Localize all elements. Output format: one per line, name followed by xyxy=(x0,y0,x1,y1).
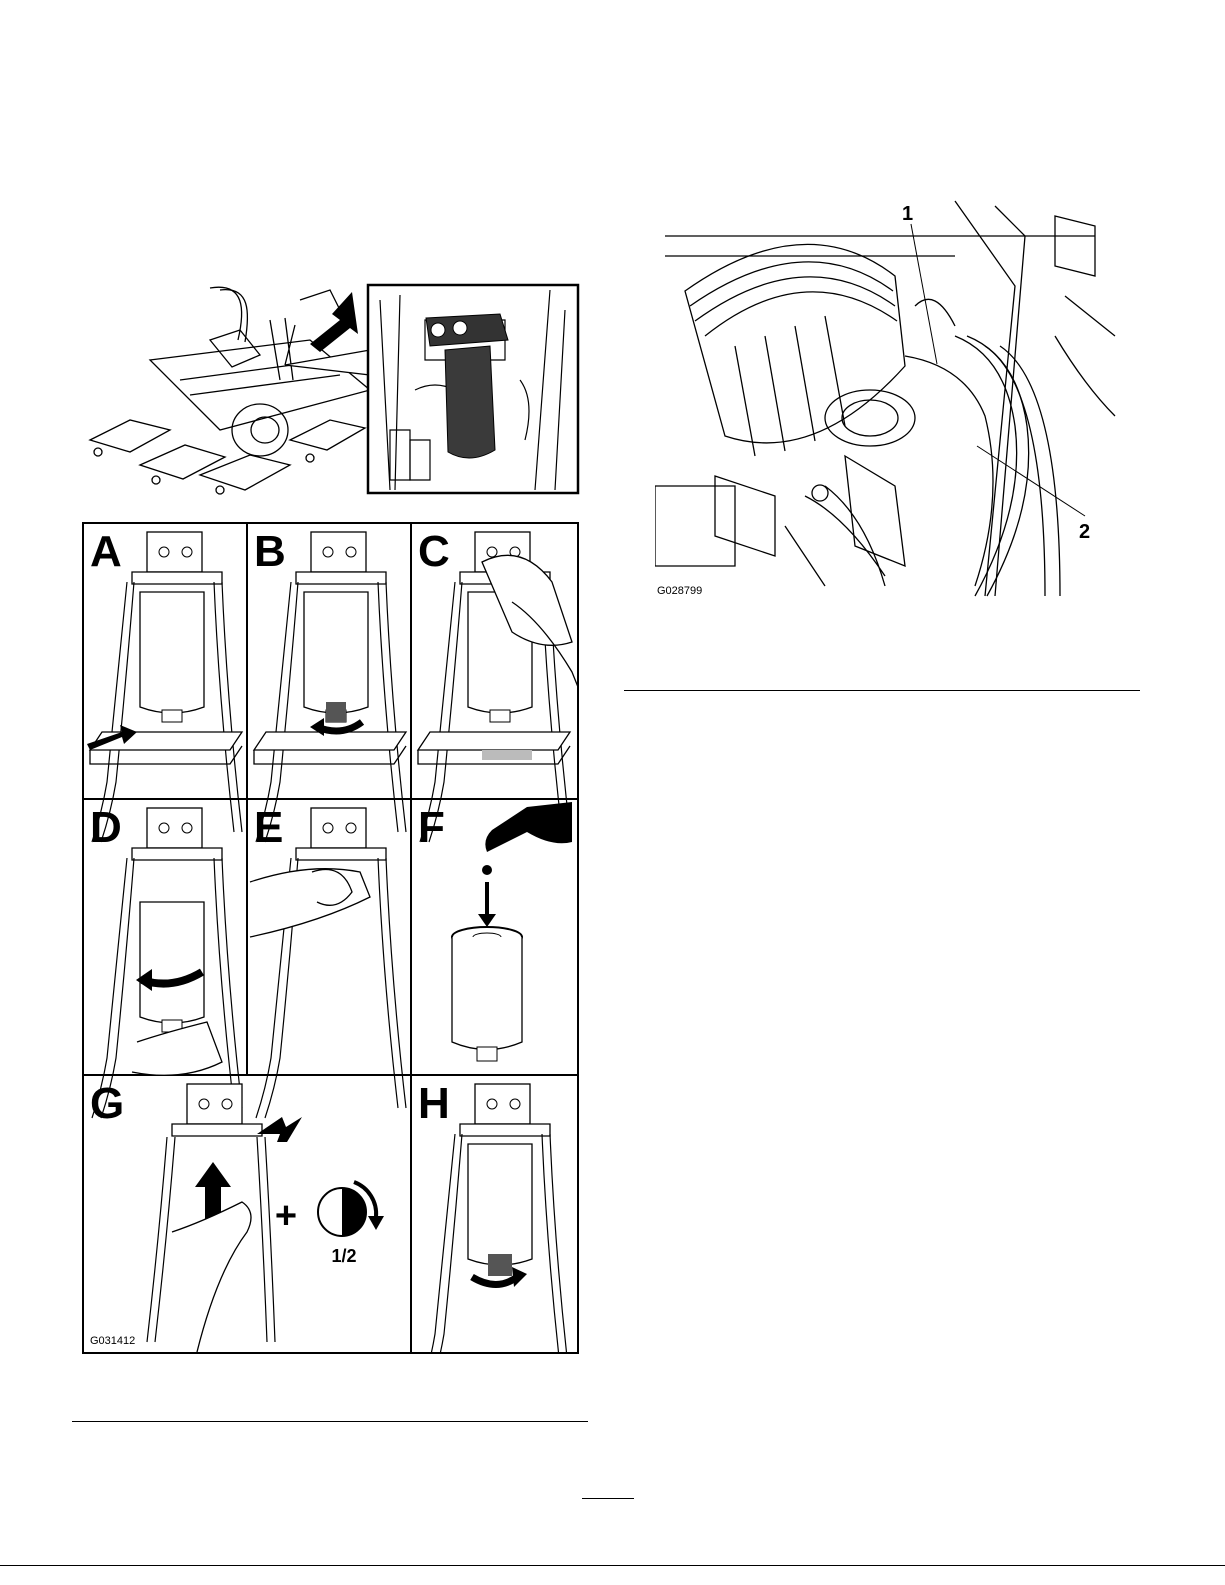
procedure-steps-figure: + 1/2 A B C D E F G H G031412 xyxy=(82,522,579,1354)
filter-figure-code: G028799 xyxy=(657,585,702,597)
plus-symbol: + xyxy=(275,1195,297,1237)
machine-overview-figure xyxy=(70,280,590,500)
callout-2: 2 xyxy=(1079,521,1090,543)
page-number-rule xyxy=(582,1498,634,1499)
footer-rule xyxy=(0,1565,1225,1566)
figure-divider-left xyxy=(72,1421,588,1422)
panel-label-e: E xyxy=(254,803,283,852)
panel-label-c: C xyxy=(418,527,450,576)
panel-g: + 1/2 xyxy=(147,1084,384,1352)
panel-label-f: F xyxy=(418,803,445,852)
panel-label-d: D xyxy=(90,803,122,852)
panel-label-h: H xyxy=(418,1079,450,1128)
panel-label-a: A xyxy=(90,527,122,576)
panel-label-g: G xyxy=(90,1079,124,1128)
procedure-grid: + 1/2 A B C D E F G H G031412 xyxy=(82,522,579,1354)
mower-illustration xyxy=(70,280,590,500)
panel-d xyxy=(92,808,242,1118)
panel-label-b: B xyxy=(254,527,286,576)
filter-location-figure: 1 2 G028799 xyxy=(655,196,1125,601)
panel-f xyxy=(452,802,572,1061)
panel-c xyxy=(418,532,579,842)
filter-photo-illustration: 1 2 G028799 xyxy=(655,196,1125,601)
panel-a xyxy=(87,532,242,842)
panel-e xyxy=(250,808,406,1118)
procedure-figure-code: G031412 xyxy=(90,1335,135,1347)
figure-divider-right xyxy=(624,690,1140,691)
panel-b xyxy=(254,532,406,842)
callout-1: 1 xyxy=(902,203,913,225)
turn-fraction-label: 1/2 xyxy=(331,1246,356,1266)
